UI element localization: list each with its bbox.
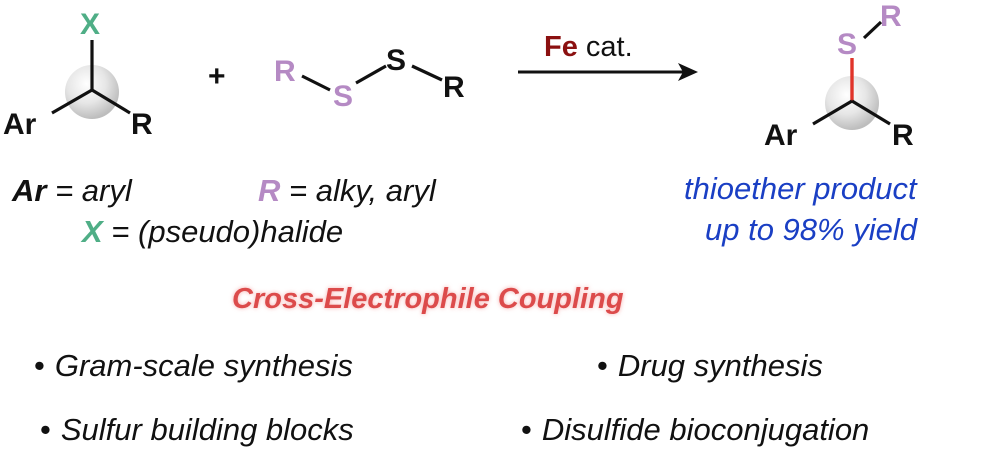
legend-r-definition: = alky, aryl [280,173,436,208]
disulfide-s-right-label: S [386,44,407,77]
legend-x-symbol: X [82,214,103,249]
product-center-sphere [825,76,879,130]
reagent-cat: cat. [585,31,633,63]
product-s-label: S [837,28,858,61]
reactant1-bond-r [91,88,131,115]
product-bond-s-r [862,20,883,40]
bullet-dot-icon: • [40,412,51,447]
legend-r-symbol: R [258,173,281,208]
bullet-item: • Gram-scale synthesis [34,350,353,381]
product-caption-line2: up to 98% yield [705,212,917,247]
reagent-label: Fe cat. [544,33,633,62]
legend-x: X = (pseudo)halide [82,216,343,247]
disulfide-bond-r-s [301,74,331,92]
product-bond-r [851,99,891,126]
bullet-item: • Drug synthesis [597,350,823,381]
reactant1-bond-ar [51,88,93,115]
disulfide-r-left-label: R [274,55,296,88]
reactant1-ar-label: Ar [3,108,37,141]
product-r-top-label: R [880,0,902,33]
disulfide-bond-s-r [411,64,443,82]
bullet-text: Sulfur building blocks [60,412,354,447]
legend-ar-symbol: Ar [12,173,47,208]
plus-sign: + [208,60,226,93]
scheme-title: Cross-Electrophile Coupling [232,283,624,315]
bullet-text: Disulfide bioconjugation [541,412,870,447]
bullet-item: • Disulfide bioconjugation [521,414,869,445]
bullet-dot-icon: • [521,412,532,447]
disulfide-bond-s-s [355,64,387,85]
reaction-arrow-head [678,63,698,81]
bullet-text: Gram-scale synthesis [54,348,353,383]
product-bond-ar [812,99,853,126]
disulfide-r-right-label: R [443,71,465,104]
product-caption-line1: thioether product [684,171,917,206]
bullet-dot-icon: • [597,348,608,383]
legend-x-definition: = (pseudo)halide [102,214,344,249]
reactant1-x-label: X [80,8,101,41]
bullet-item: • Sulfur building blocks [40,414,354,445]
disulfide-s-left-label: S [333,80,354,113]
reagent-metal: Fe [544,31,578,63]
bullet-text: Drug synthesis [617,348,823,383]
reactant1-center-sphere [65,65,119,119]
legend-ar-definition: = aryl [46,173,132,208]
legend-ar: Ar = aryl [12,175,132,206]
legend-r: R = alky, aryl [258,175,436,206]
reactant1-r-label: R [131,108,153,141]
product-ar-label: Ar [764,119,798,152]
bullet-dot-icon: • [34,348,45,383]
product-r-label: R [892,119,914,152]
